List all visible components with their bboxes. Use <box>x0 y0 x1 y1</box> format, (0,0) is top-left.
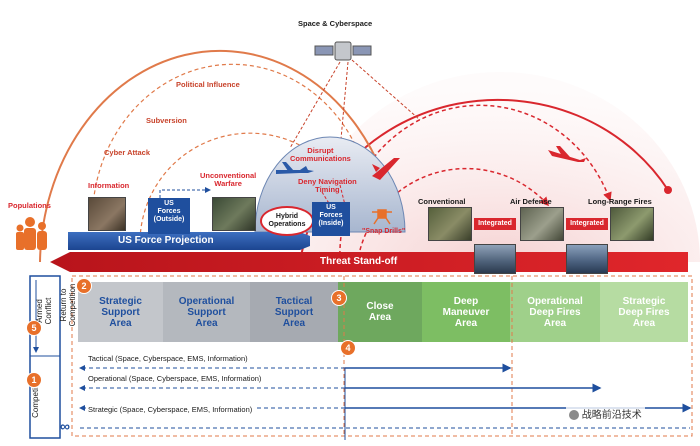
tactical-support-area: Tactical Support Area <box>274 295 314 329</box>
return-to-competition-label: Return to Competition <box>59 283 77 327</box>
force-projection-band <box>68 232 310 250</box>
strategic-continuum-label: Strategic (Space, Cyberspace, EMS, Infor… <box>86 405 255 414</box>
watermark-text: 战略前沿技术 <box>581 410 642 421</box>
left-bar <box>29 275 61 439</box>
long-range-fires-label: Long-Range Fires <box>588 197 652 206</box>
cyber-attack-label: Cyber Attack <box>104 148 150 157</box>
naval-photo-1 <box>474 244 516 274</box>
air-defense-photo <box>520 207 564 241</box>
close-area: Close Area <box>366 301 394 323</box>
unconventional-warfare-label: Unconventional Warfare <box>200 171 257 188</box>
infinity-symbol: ∞ <box>60 418 70 434</box>
political-arc <box>39 49 386 263</box>
zone-operational-support <box>163 282 250 342</box>
deep-maneuver-area: Deep Maneuver Area <box>442 295 490 329</box>
strategic-deep-fires-area: Strategic Deep Fires Area <box>618 295 670 329</box>
zone-tactical-support <box>250 282 338 342</box>
integrated-label-1: Integrated <box>478 220 512 227</box>
integrated-box-1 <box>474 218 516 230</box>
threat-standoff-band <box>50 252 688 272</box>
watermark: 战略前沿技术 <box>566 405 645 422</box>
integrated-label-2: Integrated <box>570 220 604 227</box>
zone-deep-maneuver <box>422 282 510 342</box>
drone-icon <box>372 209 392 225</box>
information-label: Information <box>88 181 130 190</box>
naval-photo-2 <box>566 244 608 274</box>
snap-drills-label: "Snap Drills" <box>362 228 406 235</box>
disrupt-communications-label: Disrupt Communications <box>290 146 351 163</box>
space-cyberspace-label: Space & Cyberspace <box>298 19 373 28</box>
badge-4: 4 <box>340 340 356 356</box>
operational-support-area: Operational Support Area <box>178 295 235 329</box>
populations-label: Populations <box>8 201 51 210</box>
red-plane-icon <box>372 158 400 180</box>
zone-strategic-support <box>78 282 163 342</box>
political-influence-label: Political Influence <box>176 80 240 89</box>
subversion-label: Subversion <box>146 116 187 125</box>
unconventional-photo <box>212 197 256 231</box>
deny-navigation-label: Deny Navigation Timing <box>298 177 357 194</box>
operational-continuum-label: Operational (Space, Cyberspace, EMS, Inf… <box>86 374 264 383</box>
air-defense-label: Air Defense <box>510 197 552 206</box>
integrated-box-2 <box>566 218 608 230</box>
badge-1: 1 <box>26 372 42 388</box>
satellite-icon <box>314 41 372 61</box>
strategic-support-area: Strategic Support Area <box>99 295 142 329</box>
wechat-icon <box>569 410 579 421</box>
long-range-photo <box>610 207 654 241</box>
zone-close <box>338 282 422 342</box>
badge-5: 5 <box>26 320 42 336</box>
populations-icon <box>16 217 47 250</box>
information-photo <box>88 197 126 231</box>
threat-standoff-label: Threat Stand-off <box>320 256 398 267</box>
zone-strategic-deep <box>600 282 688 342</box>
badge-3: 3 <box>331 290 347 306</box>
zone-operational-deep <box>510 282 600 342</box>
tactical-continuum-label: Tactical (Space, Cyberspace, EMS, Inform… <box>86 354 250 363</box>
operational-deep-fires-area: Operational Deep Fires Area <box>527 295 583 329</box>
badge-2: 2 <box>76 278 92 294</box>
us-forces-outside-box: US Forces (Outside) <box>148 198 190 234</box>
us-forces-inside-box: US Forces (Inside) <box>312 202 350 236</box>
blue-plane-icon <box>276 162 314 174</box>
conventional-photo <box>428 207 472 241</box>
red-jet-icon <box>548 146 586 162</box>
hybrid-operations-badge: Hybrid Operations <box>260 206 314 236</box>
conventional-label: Conventional <box>418 197 466 206</box>
us-force-projection-label: US Force Projection <box>118 235 214 246</box>
